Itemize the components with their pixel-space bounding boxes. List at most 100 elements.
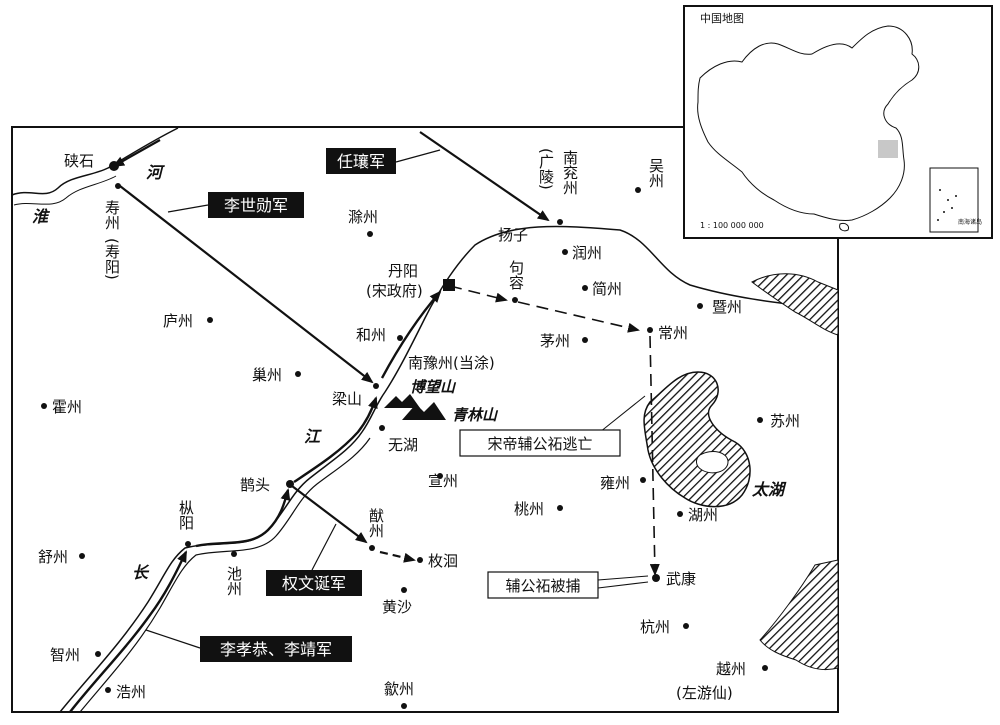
army-label-lishiji: 李世勋军	[224, 196, 288, 215]
south-sea-label: 南海诸岛	[958, 218, 982, 226]
leader-escape	[599, 395, 646, 433]
dot-taozhou	[557, 505, 563, 511]
label-youzhou: 猷州	[367, 508, 385, 538]
label-haozhou: 浩州	[116, 683, 146, 701]
leader-quanwendan	[311, 523, 337, 571]
label-wuhu: 无湖	[388, 436, 418, 454]
tai-lake-island	[696, 451, 729, 474]
dot-liangshan	[373, 383, 379, 389]
army-label-quanwendan: 权文诞军	[282, 574, 346, 593]
dot-luzhou	[207, 317, 213, 323]
huai-river	[11, 127, 179, 196]
label-luzhou: 庐州	[163, 312, 193, 330]
dot-quetou	[286, 480, 294, 488]
route-escape-2	[517, 301, 640, 333]
marker-danyang	[443, 279, 455, 291]
label-huai-river: 淮	[32, 207, 51, 226]
dot-huangsha	[401, 587, 407, 593]
dot-meijiong	[417, 557, 423, 563]
dot-chuzhou	[367, 231, 373, 237]
route-quanwendan-1	[291, 485, 368, 544]
army-box-lixiaogong	[200, 636, 352, 662]
dot-xiashi	[109, 161, 119, 171]
yangtze-river-north	[79, 437, 371, 713]
label-taozhou: 桃州	[514, 500, 544, 518]
label-guangling: (广陵)	[537, 148, 555, 190]
dot-wukang	[652, 574, 660, 582]
route-lixiaogong-4	[380, 290, 442, 379]
label-jizhou: 暨州	[712, 298, 742, 316]
army-label-renrang: 任瓖军	[337, 152, 385, 171]
label-chang-river: 长	[132, 563, 150, 582]
mountain-glyph-qinglin	[402, 402, 446, 420]
dot-youzhou	[369, 545, 375, 551]
route-escape-3	[649, 335, 660, 576]
label-bowang-mountain: 博望山	[410, 378, 457, 396]
label-zhizhou: 智州	[50, 646, 80, 664]
label-chizhou: 池州	[225, 566, 243, 596]
label-jiang-river: 江	[304, 427, 322, 446]
coast-hatch-south	[759, 559, 839, 671]
dot-haozhou	[105, 687, 111, 693]
label-shuzhou: 舒州	[38, 548, 68, 566]
label-yongzhou: 雍州	[600, 474, 630, 492]
label-shouzhou: 寿州	[103, 200, 121, 230]
army-box-lishiji	[208, 192, 304, 218]
dot-suzhou	[757, 417, 763, 423]
route-xiashi	[112, 139, 161, 167]
dot-wuhu	[379, 425, 385, 431]
route-lixiaogong-1	[69, 550, 188, 713]
dot-changzhou	[647, 327, 653, 333]
label-huozhou: 霍州	[52, 398, 82, 416]
label-quetou: 鹊头	[240, 476, 270, 494]
label-chaozhou: 巢州	[252, 366, 282, 384]
dot-jizhou	[697, 303, 703, 309]
inset-highlight	[878, 140, 898, 158]
label-song-gov: (宋政府)	[366, 282, 423, 300]
dot-hangzhou	[683, 623, 689, 629]
route-renrang	[419, 131, 550, 222]
leader-renrang	[395, 149, 441, 163]
label-chuzhou: 滁州	[348, 208, 378, 226]
leader-captured-2	[597, 581, 649, 589]
inset-scale: 1 : 100 000 000	[700, 221, 764, 230]
label-he-river: 河	[146, 163, 165, 182]
dot-nanyanzhou	[557, 219, 563, 225]
callout-box-escape	[459, 429, 621, 457]
dot-hezhou	[397, 335, 403, 341]
callout-box-captured	[487, 571, 599, 599]
label-zongyang: 枞阳	[177, 500, 195, 530]
label-hezhou: 和州	[356, 326, 386, 344]
label-maozhou: 茅州	[540, 332, 570, 350]
huai-river-bank	[13, 175, 117, 206]
label-nanyanzhou: 南兖州	[561, 150, 579, 195]
label-wukang: 武康	[666, 570, 696, 588]
dot-chizhou	[231, 551, 237, 557]
dot-zhizhou	[95, 651, 101, 657]
coast-hatch-north	[751, 273, 839, 336]
dot-xuanzhou	[437, 473, 443, 479]
label-wuzhou: 吴州	[647, 158, 665, 188]
label-yangzi: 扬子	[498, 226, 528, 244]
dot-jianzhou	[582, 285, 588, 291]
label-suzhou: 苏州	[770, 412, 800, 430]
army-box-renrang	[326, 148, 396, 174]
dot-yuezhou	[762, 665, 768, 671]
label-qinglin-mountain: 青林山	[452, 406, 499, 424]
route-lixiaogong-2	[195, 488, 291, 548]
south-sea-box	[929, 167, 979, 233]
leader-lixiaogong	[145, 629, 201, 649]
label-liangshan: 梁山	[332, 390, 362, 408]
label-jianzhou: 简州	[592, 280, 622, 298]
label-huzhou: 湖州	[688, 506, 718, 524]
leader-captured-1	[597, 575, 649, 581]
label-nanyuzhou: 南豫州(当涂)	[408, 354, 495, 372]
dot-jurong	[512, 297, 518, 303]
dot-huozhou	[41, 403, 47, 409]
mountain-glyph-bowang	[384, 394, 420, 408]
label-changzhou: 常州	[658, 324, 688, 342]
label-xuanzhou: 宣州	[428, 472, 458, 490]
callout-escape: 宋帝辅公祏逃亡	[487, 435, 592, 453]
label-jurong: 句容	[507, 260, 525, 290]
